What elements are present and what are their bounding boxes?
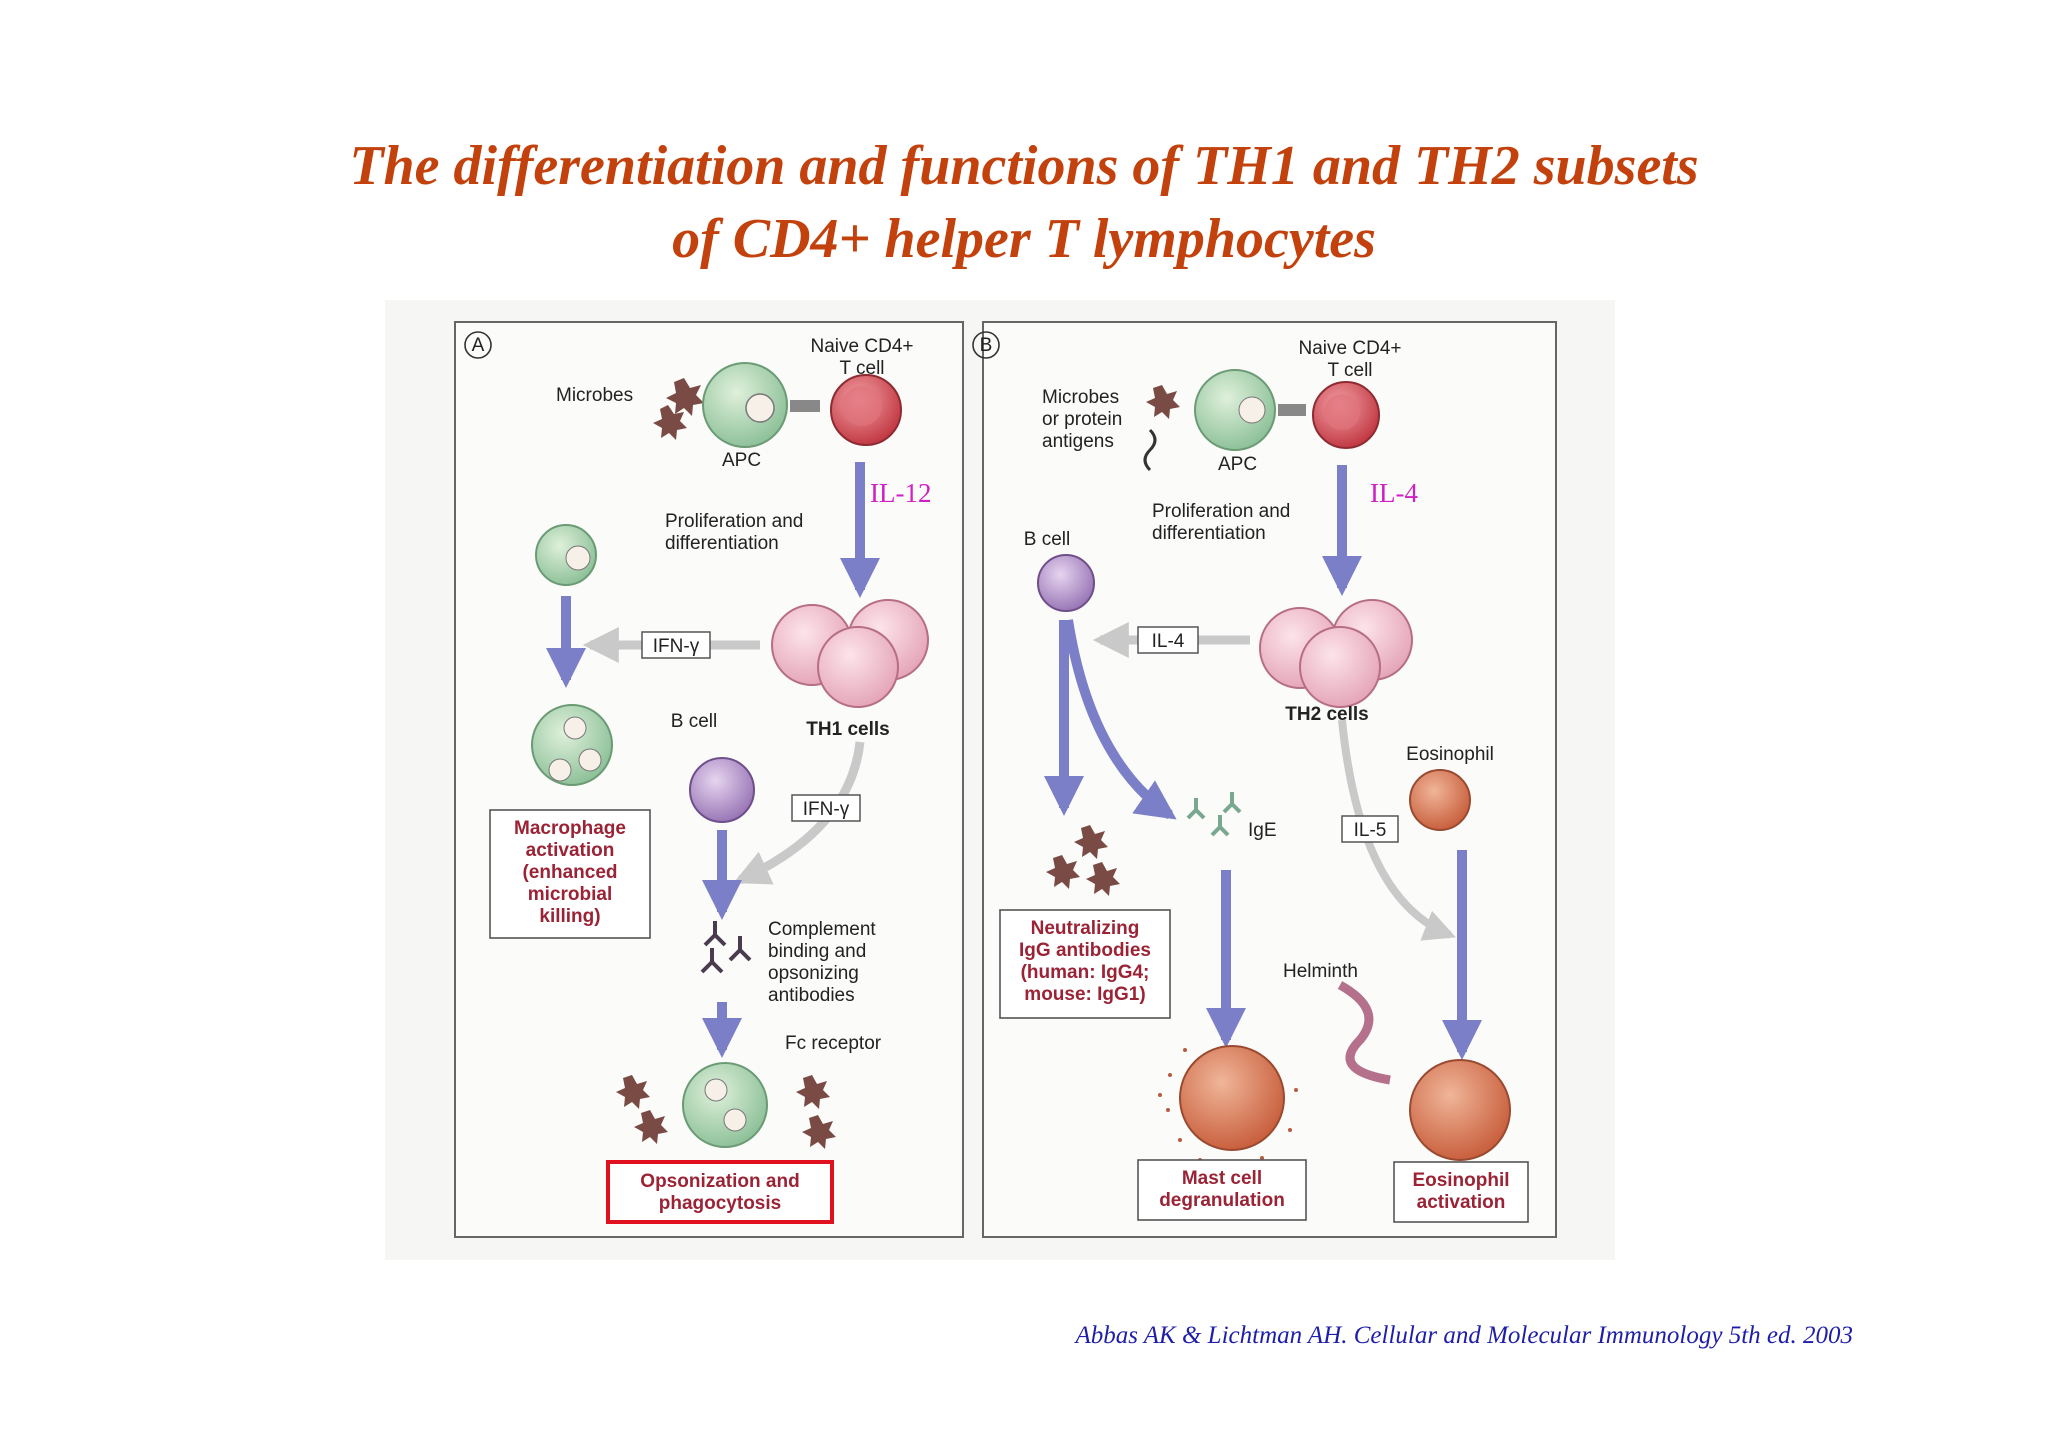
b-apc-label: APC xyxy=(1218,454,1257,475)
b-arrow-b-ige xyxy=(1063,619,1177,820)
a-apc-label: APC xyxy=(722,450,761,471)
b-neutralizing-box xyxy=(999,909,1171,1019)
b-eosinophil-label: Eosinophil xyxy=(1406,744,1494,765)
b-th2-label: TH2 cells xyxy=(1285,704,1368,725)
a-opson-line1: Opsonization and xyxy=(640,1171,799,1192)
a-cytokine-il12: IL-12 xyxy=(870,478,931,508)
b-cytokine-il4: IL-4 xyxy=(1370,478,1418,508)
a-opson-line2: phagocytosis xyxy=(659,1193,781,1214)
b-microbes-2: or protein xyxy=(1042,409,1122,430)
a-microbes-label: Microbes xyxy=(556,385,633,406)
b-microbes-1: Microbes xyxy=(1042,387,1119,408)
b-eos-line2: activation xyxy=(1417,1192,1506,1213)
b-eosinophil-activated xyxy=(1409,1059,1511,1161)
b-eosinophil-cell xyxy=(1409,769,1471,831)
a-th1-label: TH1 cells xyxy=(806,719,889,740)
panel-b-letter: B xyxy=(980,335,993,356)
a-ifn-1: IFN-γ xyxy=(653,636,700,657)
b-apc-cell xyxy=(1194,369,1276,451)
a-antibody-icons xyxy=(700,921,752,974)
b-th2-cells xyxy=(1259,599,1413,708)
a-prolif-line2: differentiation xyxy=(665,533,779,554)
a-macro-line2: activation xyxy=(526,840,615,861)
b-mast-line2: degranulation xyxy=(1159,1190,1285,1211)
b-neutral-line4: mouse: IgG1) xyxy=(1024,984,1145,1005)
a-opsonization-box xyxy=(606,1160,834,1224)
a-complement-1: Complement xyxy=(768,919,876,940)
b-mast-cell xyxy=(1179,1045,1285,1151)
b-microbes-3: antigens xyxy=(1042,431,1114,452)
b-naive-line1: Naive CD4+ xyxy=(1299,338,1402,359)
a-macro-line4: microbial xyxy=(528,884,612,905)
a-fc-receptor: Fc receptor xyxy=(785,1033,882,1054)
a-prolif-line1: Proliferation and xyxy=(665,511,803,532)
a-complement-2: binding and xyxy=(768,941,866,962)
b-neutral-line3: (human: IgG4; xyxy=(1021,962,1150,983)
b-neutral-line1: Neutralizing xyxy=(1031,918,1140,939)
panel-a-letter: A xyxy=(472,335,485,356)
a-th1-cells xyxy=(771,599,929,708)
b-bcell-label: B cell xyxy=(1024,529,1070,550)
citation: Abbas AK & Lichtman AH. Cellular and Mol… xyxy=(1075,1322,1853,1349)
b-il5-box: IL-5 xyxy=(1354,820,1387,841)
b-neutral-line2: IgG antibodies xyxy=(1019,940,1151,961)
a-macrophage-box xyxy=(489,809,651,939)
a-naive-line2: T cell xyxy=(839,358,884,379)
b-naive-line2: T cell xyxy=(1327,360,1372,381)
b-antigen-icon xyxy=(1143,428,1157,472)
a-macro-line5: killing) xyxy=(539,906,600,927)
b-prolif-line2: differentiation xyxy=(1152,523,1266,544)
b-il4-box: IL-4 xyxy=(1152,631,1185,652)
b-eos-line1: Eosinophil xyxy=(1412,1170,1509,1191)
b-prolif-line1: Proliferation and xyxy=(1152,501,1290,522)
a-bcell xyxy=(689,757,755,823)
a-complement-4: antibodies xyxy=(768,985,855,1006)
b-helminth-label: Helminth xyxy=(1283,961,1358,982)
a-macro-line3: (enhanced xyxy=(522,862,617,883)
b-eos-box xyxy=(1393,1161,1529,1223)
b-bcell xyxy=(1037,554,1095,612)
a-macro-line1: Macrophage xyxy=(514,818,626,839)
b-microbe-icons xyxy=(1146,385,1180,419)
a-naive-line1: Naive CD4+ xyxy=(811,336,914,357)
title-line-2: of CD4+ helper T lymphocytes xyxy=(672,208,1376,270)
b-arrow-il5 xyxy=(1338,719,1456,941)
title-line-1: The differentiation and functions of TH1… xyxy=(349,135,1699,197)
a-microbe-icons xyxy=(653,378,704,440)
b-mast-line1: Mast cell xyxy=(1182,1168,1262,1189)
a-complement-3: opsonizing xyxy=(768,963,859,984)
b-ige-icons xyxy=(1186,792,1242,837)
b-neutralized-microbes xyxy=(1046,825,1120,896)
a-ifn-2: IFN-γ xyxy=(803,799,850,820)
panel-b: B Naive CD4+ T cell Microbes or protein … xyxy=(972,321,1557,1238)
a-phagocyte xyxy=(682,1062,768,1148)
panel-a: A Naive CD4+ T cell Microbes APC IL-12 P… xyxy=(454,321,964,1238)
a-bcell-label: B cell xyxy=(671,711,717,732)
a-apc-cell xyxy=(702,362,788,448)
b-helminth-worm xyxy=(1337,981,1391,1085)
b-mast-box xyxy=(1137,1159,1307,1221)
b-ige-label: IgE xyxy=(1248,820,1277,841)
a-opsonized-microbes xyxy=(616,1075,836,1149)
